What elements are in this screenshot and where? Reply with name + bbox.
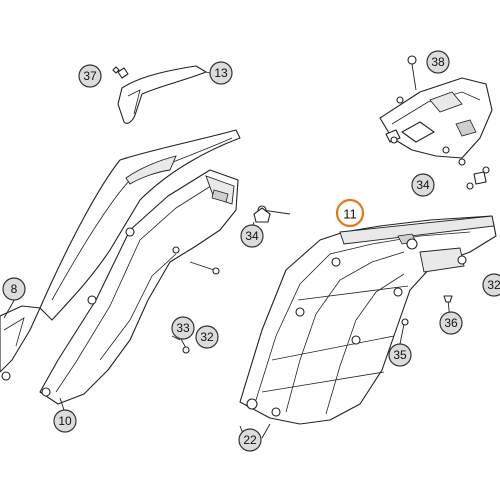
svg-text:11: 11 — [343, 207, 357, 222]
svg-text:22: 22 — [243, 433, 257, 447]
part-11-rear-fender — [239, 215, 497, 425]
callout-37: 37 — [78, 64, 102, 88]
callout-34-top: 34 — [411, 173, 435, 197]
svg-text:38: 38 — [431, 55, 445, 69]
callout-32-right: 32 — [482, 273, 500, 297]
callout-36: 36 — [439, 311, 463, 335]
svg-text:8: 8 — [11, 282, 18, 296]
leader-33-32 — [171, 335, 181, 341]
svg-text:36: 36 — [444, 316, 458, 330]
svg-text:33: 33 — [176, 321, 190, 335]
svg-text:13: 13 — [214, 66, 228, 80]
callout-10: 10 — [53, 409, 77, 433]
svg-text:32: 32 — [487, 278, 500, 292]
callout-35: 35 — [388, 343, 412, 367]
callout-32-left: 32 — [195, 325, 219, 349]
leader-13 — [205, 71, 211, 74]
callout-33: 33 — [171, 316, 195, 340]
callout-11-highlighted: 11 — [335, 198, 365, 228]
svg-text:34: 34 — [245, 229, 259, 243]
callout-38: 38 — [426, 50, 450, 74]
callout-34-mid: 34 — [240, 224, 264, 248]
tail-bracket-assembly — [379, 55, 493, 190]
svg-text:37: 37 — [83, 69, 97, 83]
callout-22: 22 — [238, 428, 262, 452]
leader-10 — [59, 397, 65, 411]
leader-22 — [261, 423, 271, 439]
callout-8: 8 — [2, 277, 26, 301]
svg-text:34: 34 — [416, 178, 430, 192]
part-10-inner-fairing — [39, 169, 239, 405]
part-8-side-panel — [0, 129, 241, 381]
callout-13: 13 — [209, 61, 233, 85]
svg-text:35: 35 — [393, 348, 407, 362]
svg-text:10: 10 — [58, 414, 72, 428]
svg-text:32: 32 — [200, 330, 214, 344]
part-13-handle — [112, 65, 207, 124]
